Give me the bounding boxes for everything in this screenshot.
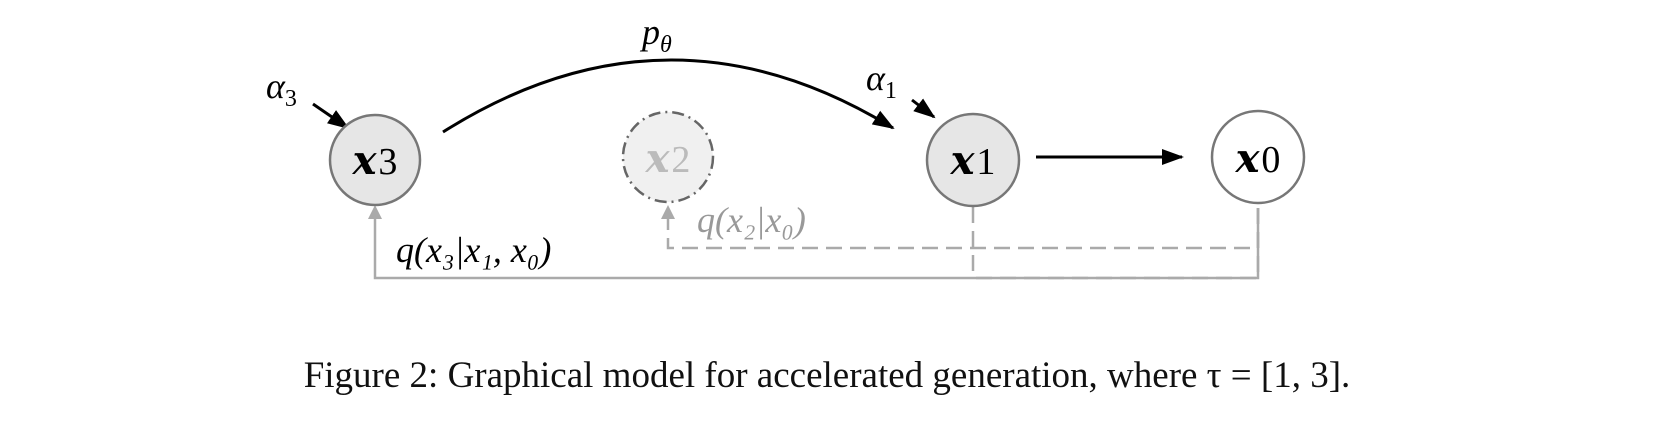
alpha1-label: α1 (866, 58, 897, 104)
figure-caption: Figure 2: Graphical model for accelerate… (303, 355, 1351, 396)
alpha1-arrow (911, 98, 936, 119)
q-x2-label: q(x₂|x₀) (697, 200, 806, 240)
svg-text:x2: x2 (645, 135, 691, 182)
alpha3-arrow (312, 102, 350, 130)
q3-dashed-path (973, 208, 1260, 280)
p-theta-arc (442, 58, 895, 134)
node-x1: x1 (925, 112, 1021, 208)
svg-text:x0: x0 (1235, 135, 1281, 182)
p-theta-label: pθ (639, 12, 672, 58)
q-x3-label: q(x₃|x₁, x₀) (396, 230, 551, 270)
node-x2: x2 (621, 110, 715, 204)
q2-dashed-path (661, 205, 1260, 250)
node-x3: x3 (328, 113, 422, 207)
node-x0: x0 (1210, 109, 1306, 205)
svg-text:x3: x3 (352, 137, 398, 184)
svg-text:x1: x1 (950, 137, 996, 184)
alpha3-label: α3 (266, 66, 297, 112)
q-x2-edges (661, 205, 1260, 250)
